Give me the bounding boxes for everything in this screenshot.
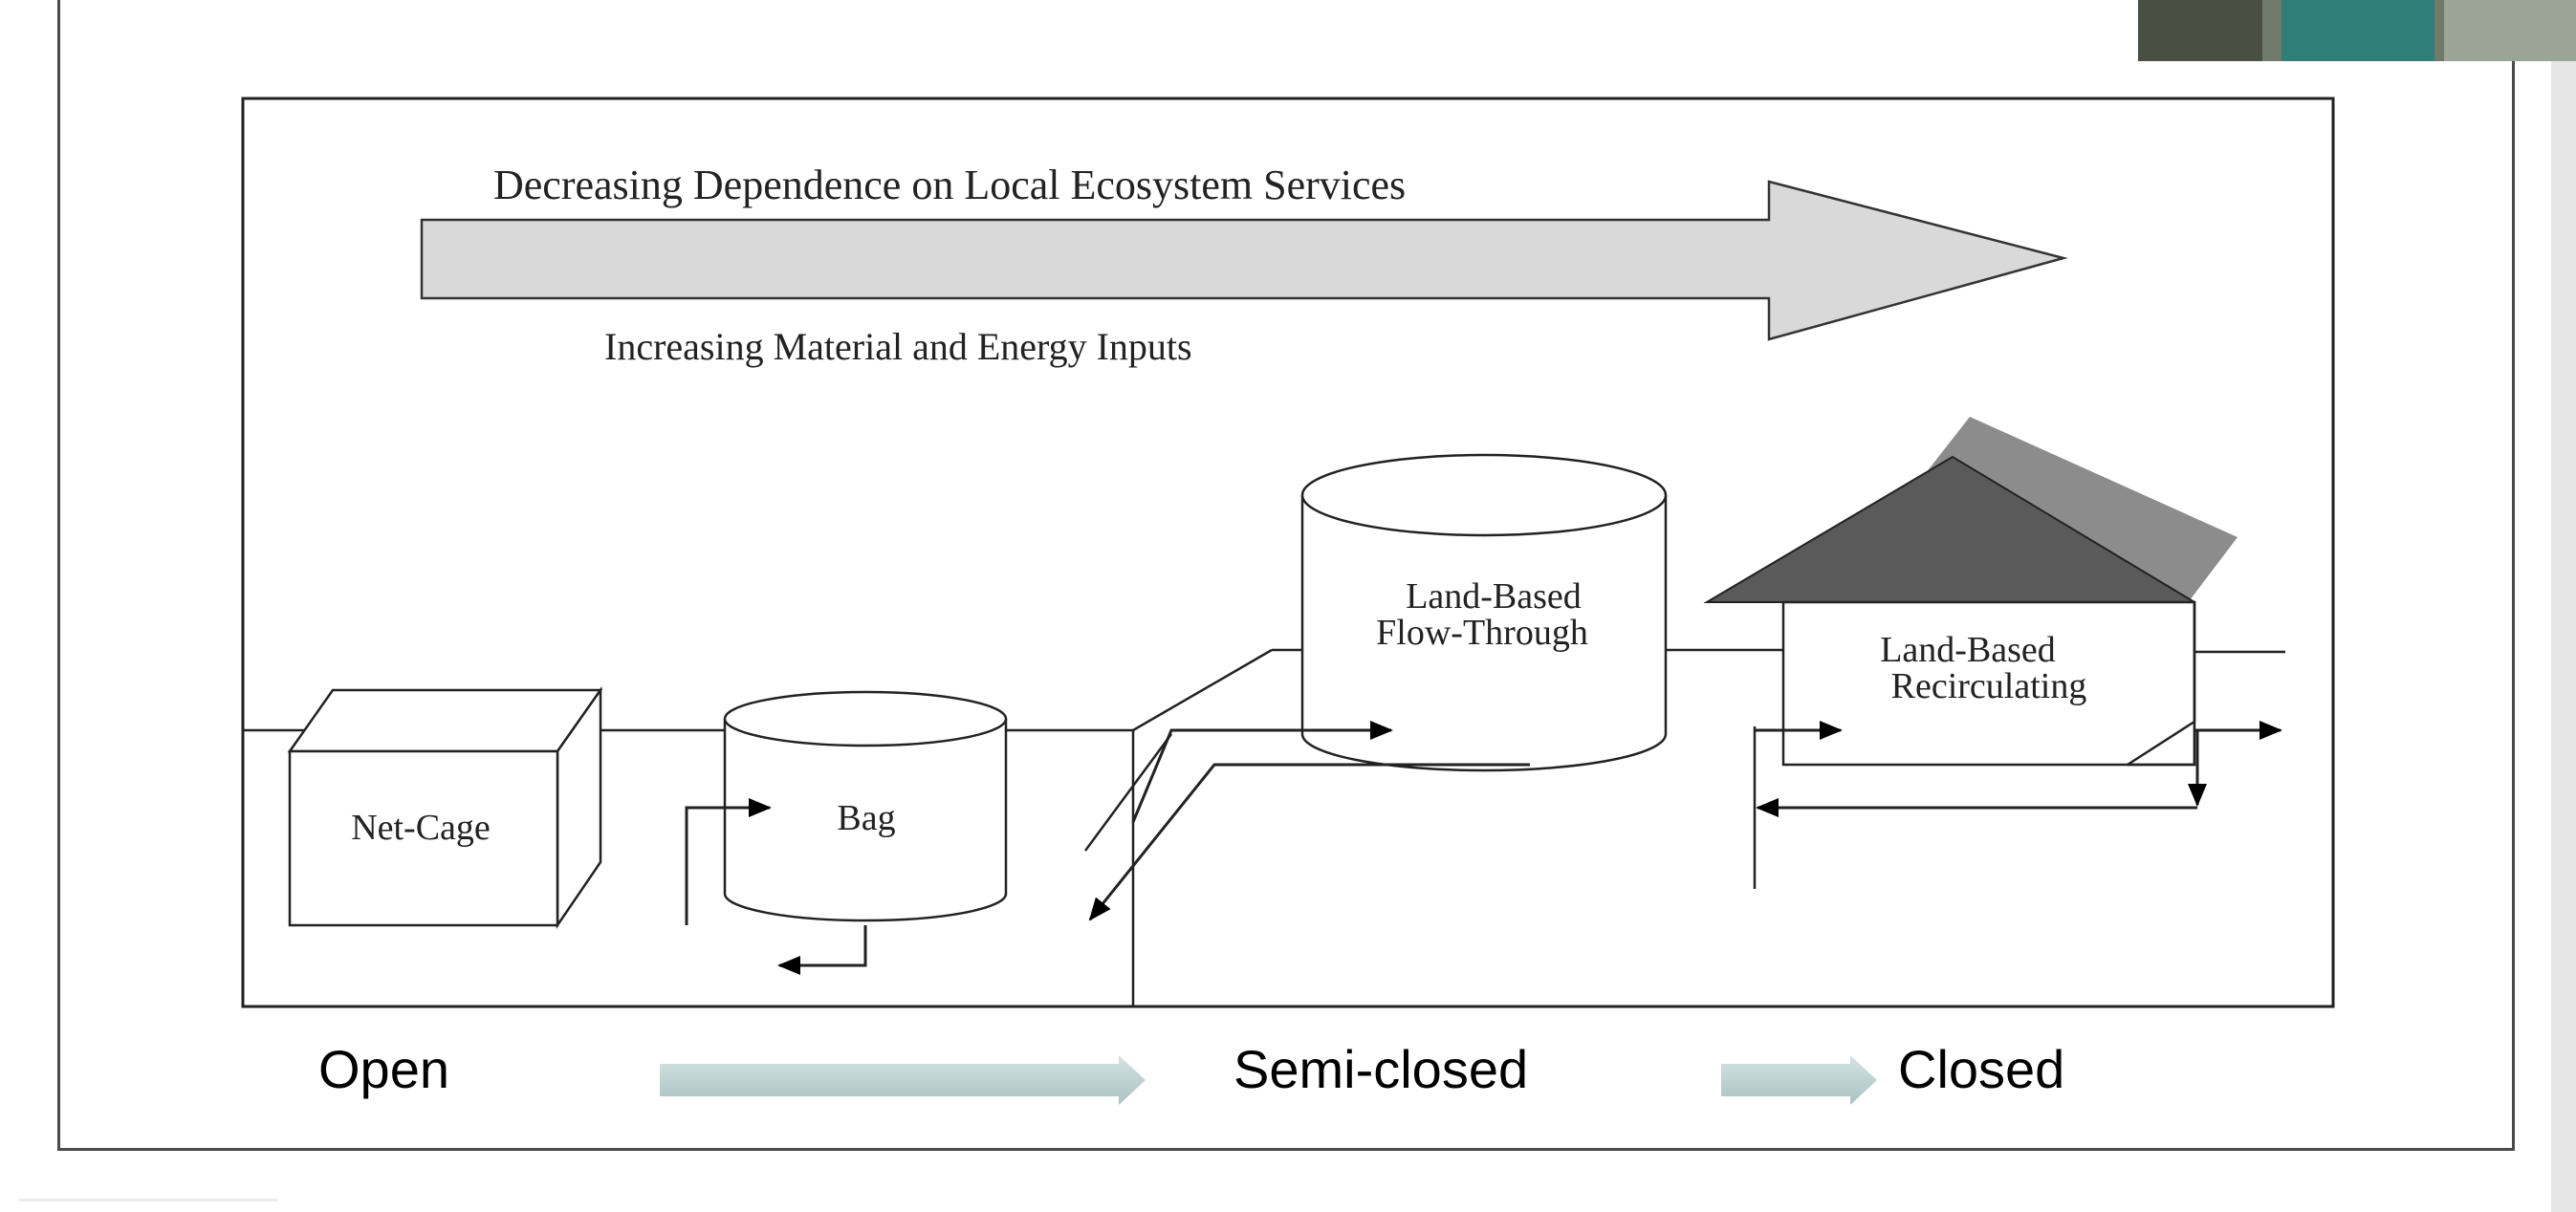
- dependence-label: Decreasing Dependence on Local Ecosystem…: [493, 162, 1406, 208]
- recirculating-pipes: [1753, 650, 2285, 889]
- bag-flow-arrows: [685, 798, 867, 975]
- flow-through-arrows: [1088, 721, 1530, 921]
- net-cage: [287, 686, 603, 930]
- dependence-arrow: [420, 180, 2068, 341]
- recirculating-house: [1703, 417, 2238, 767]
- slide-frame: [57, 0, 2515, 1151]
- bag-label: Bag: [837, 798, 895, 838]
- scale-open: Open: [318, 1039, 449, 1099]
- divider: [19, 1199, 277, 1201]
- bag: [723, 690, 1008, 922]
- scale-semi-closed: Semi-closed: [1233, 1039, 1528, 1099]
- flow-through-tank: [1300, 453, 1668, 772]
- inputs-label: Increasing Material and Energy Inputs: [604, 325, 1192, 368]
- flow-through-pipes: [1083, 648, 1783, 852]
- net-cage-label: Net-Cage: [351, 808, 491, 848]
- flow-through-label-2: Flow-Through: [1376, 613, 1588, 653]
- scale-arrow-2: [1721, 1055, 1877, 1105]
- recirculating-label-2: Recirculating: [1891, 666, 2087, 706]
- webcam-thumbnail: [2138, 0, 2576, 61]
- scale-arrow-1: [660, 1055, 1146, 1105]
- window-edge: [2551, 61, 2576, 1212]
- recirculating-arrows: [1755, 721, 2282, 817]
- scale-closed: Closed: [1898, 1039, 2064, 1099]
- recirculating-label-1: Land-Based: [1880, 630, 2056, 670]
- flow-through-label-1: Land-Based: [1406, 576, 1582, 617]
